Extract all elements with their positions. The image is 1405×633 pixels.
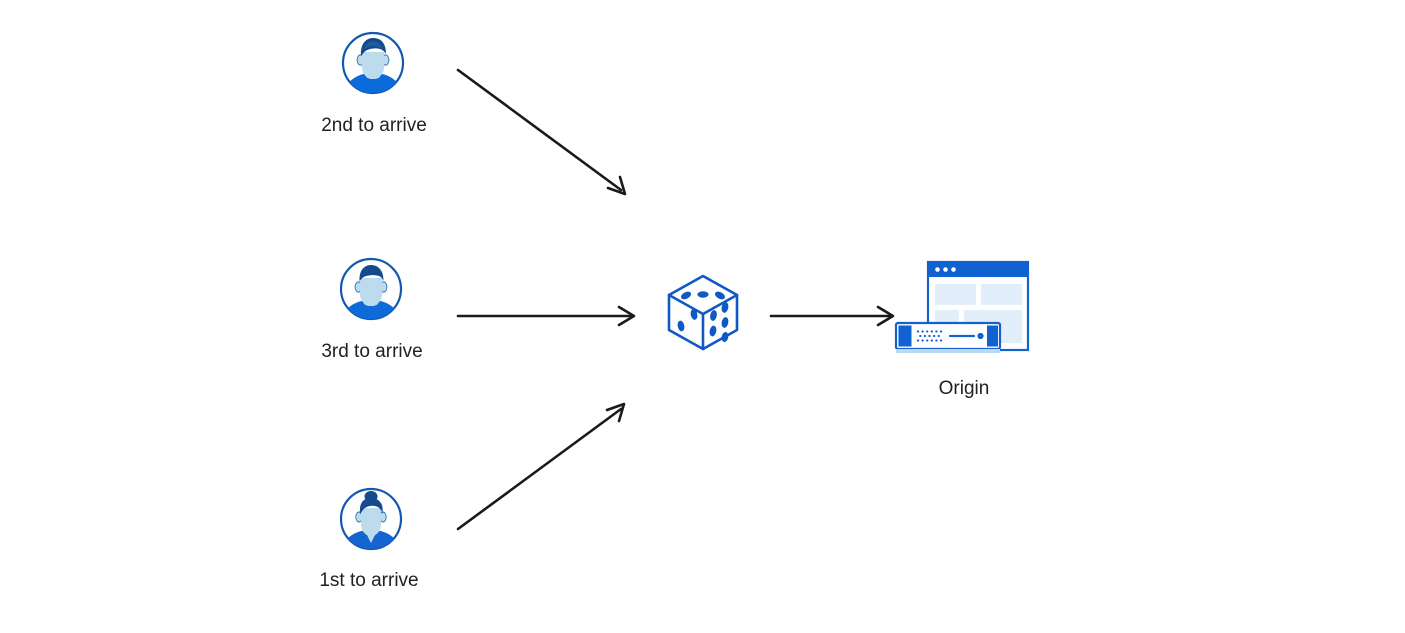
client-2nd-label: 2nd to arrive [321, 115, 427, 136]
arrow-1st-to-dice [456, 402, 626, 531]
user-avatar-icon-3rd [338, 256, 404, 322]
arrow-3rd-to-dice [456, 305, 636, 327]
user-avatar-icon-2nd [340, 30, 406, 96]
user-avatar-icon-1st [338, 486, 404, 552]
origin-server-icon [890, 255, 1040, 365]
dice-icon [661, 270, 745, 354]
client-1st-label: 1st to arrive [319, 570, 419, 591]
origin-server-label: Origin [938, 378, 990, 399]
arrow-dice-to-origin [769, 305, 895, 327]
client-3rd-label: 3rd to arrive [321, 341, 423, 362]
arrow-2nd-to-dice [456, 68, 627, 196]
router-appliance [894, 321, 1002, 353]
